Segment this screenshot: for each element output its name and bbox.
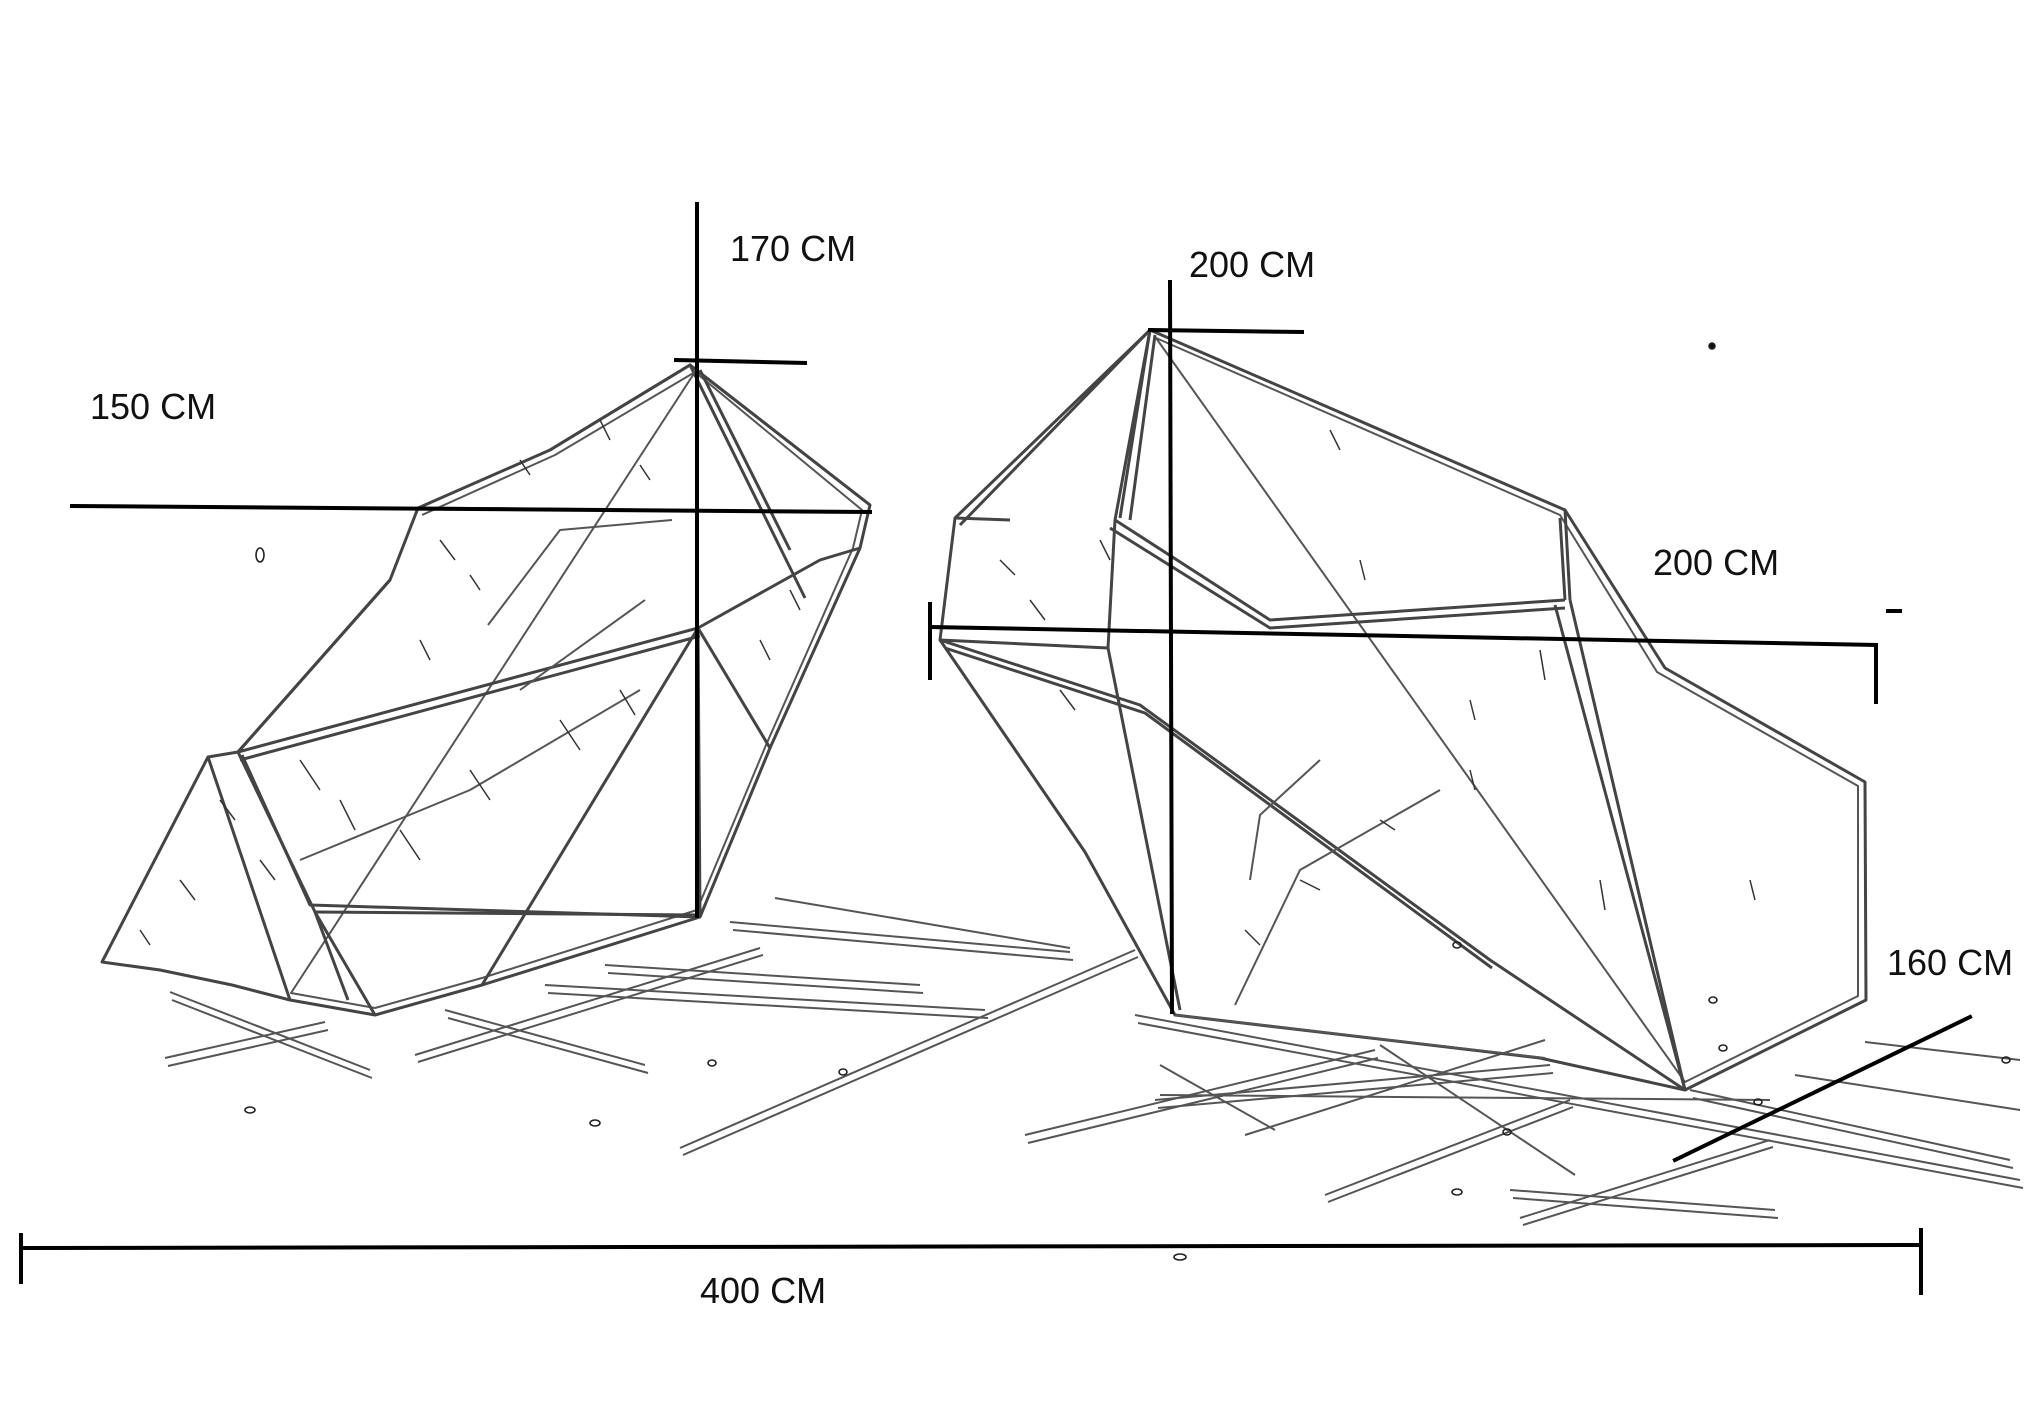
left-top-tick (673, 357, 808, 366)
right-width-label: 200 CM (1653, 542, 1780, 583)
right-faceted-object (938, 328, 1868, 1092)
total-length-line (21, 1242, 1923, 1251)
right-depth-line (1672, 1014, 1973, 1163)
right-height-label: 200 CM (1189, 244, 1316, 285)
left-width-line (69, 503, 873, 515)
right-top-tick (1147, 327, 1305, 335)
left-height-label: 170 CM (730, 228, 857, 269)
texture-specks (139, 342, 2011, 1261)
total-length-label: 400 CM (700, 1270, 827, 1311)
left-width-label: 150 CM (90, 386, 217, 427)
right-width-line (927, 624, 1879, 648)
left-faceted-object (100, 363, 872, 1017)
right-height-line (1167, 279, 1175, 1015)
right-depth-label: 160 CM (1887, 942, 2014, 983)
dimension-lines (19, 202, 1973, 1295)
floor-grid (164, 897, 2024, 1226)
